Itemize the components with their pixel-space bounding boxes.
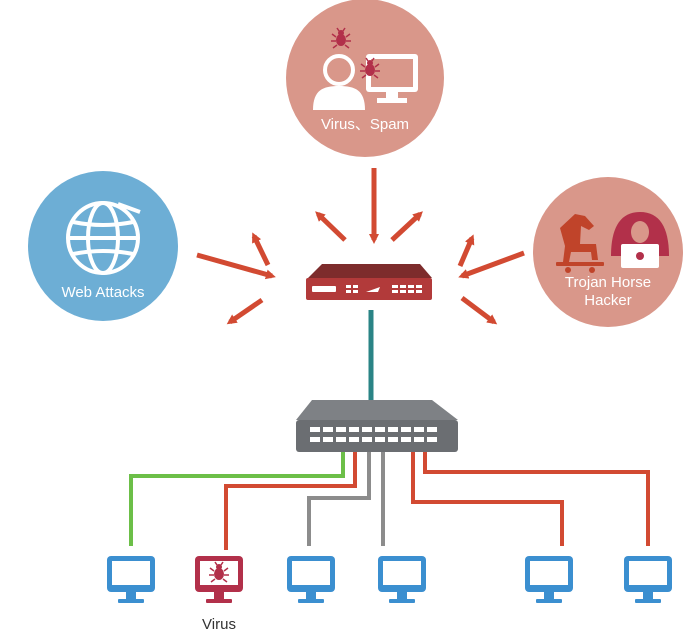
endpoint-pc <box>378 556 426 603</box>
endpoint-pc <box>107 556 155 603</box>
trojan-hacker-threat <box>533 177 683 327</box>
monitor-icon <box>366 54 418 103</box>
cable-red <box>411 452 564 546</box>
hacker-icon <box>611 212 669 268</box>
cable-gray <box>307 452 371 546</box>
endpoint-pc <box>525 556 573 603</box>
network-switch <box>296 400 458 452</box>
cable-infected <box>224 452 357 550</box>
attack-arrows <box>196 168 525 325</box>
infected-endpoint-pc <box>195 556 243 603</box>
virus-spam-label: Virus、Spam <box>320 116 410 133</box>
globe-icon <box>66 201 141 275</box>
endpoint-pc <box>624 556 672 603</box>
endpoint-pc <box>287 556 335 603</box>
virus-spam-threat <box>286 0 444 157</box>
hacker-label: Hacker <box>584 292 632 309</box>
web-attacks-threat <box>28 171 178 321</box>
trojan-horse-label: Trojan Horse <box>564 274 652 291</box>
endpoint-cables <box>129 452 650 550</box>
cable-red <box>423 452 650 546</box>
cable-green <box>129 452 345 546</box>
firewall-router <box>306 264 432 300</box>
web-attacks-label: Web Attacks <box>61 284 145 301</box>
user-icon <box>313 54 365 110</box>
trojan-horse-icon <box>556 214 604 273</box>
infected-endpoint-label: Virus <box>202 616 236 633</box>
